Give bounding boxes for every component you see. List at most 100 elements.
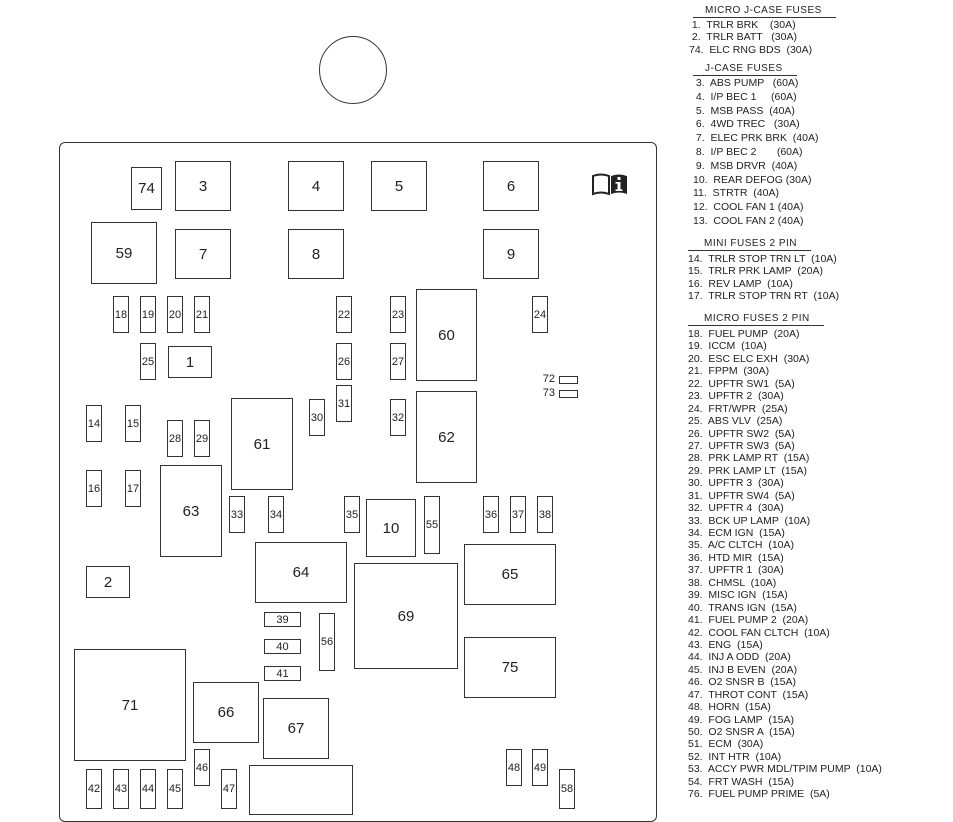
legend-item: 54. FRT WASH (15A) [688, 775, 794, 788]
legend-item: 7. ELEC PRK BRK (40A) [693, 132, 819, 145]
legend-item: 15. TRLR PRK LAMP (20A) [688, 265, 823, 278]
legend-item: 76. FUEL PUMP PRIME (5A) [688, 788, 830, 801]
legend-item: 36. HTD MIR (15A) [688, 551, 784, 564]
fuse-label: 38 [538, 508, 552, 521]
fuse-slot-55: 55 [424, 496, 440, 554]
fuse-slot-25: 25 [140, 343, 156, 380]
fuse-label: 67 [287, 720, 305, 737]
section-list: 1. TRLR BRK (30A) 2. TRLR BATT (30A) 74.… [689, 19, 836, 56]
fuse-label: 3 [198, 177, 208, 195]
fuse-slot-34: 34 [268, 496, 284, 533]
legend-item: 5. MSB PASS (40A) [693, 104, 795, 117]
fuse-label: 16 [87, 482, 101, 495]
fuse-label: 7 [198, 245, 208, 263]
section-list: 14. TRLR STOP TRN LT (10A) 15. TRLR PRK … [688, 253, 839, 303]
fuse-slot-59: 59 [91, 222, 157, 284]
fuse-slot-7: 7 [175, 229, 231, 279]
fuse-label: 8 [311, 245, 321, 263]
legend-item: 2. TRLR BATT (30A) [689, 31, 797, 44]
legend-item: 21. FPPM (30A) [688, 365, 770, 378]
fuse-label: 47 [222, 783, 236, 795]
fuse-label: 2 [103, 573, 113, 591]
fuse-slot-56: 56 [319, 613, 335, 671]
fuse-label: 23 [391, 308, 405, 321]
fuse-slot-23: 23 [390, 296, 406, 333]
legend-item: 22. UPFTR SW1 (5A) [688, 377, 795, 390]
fuse-label: 39 [276, 613, 289, 626]
fuse-slot-62: 62 [416, 391, 477, 483]
relay-slot-unlabeled [249, 765, 353, 815]
legend-item: 35. A/C CLTCH (10A) [688, 539, 795, 552]
fuse-label: 18 [114, 308, 128, 321]
legend-item: 11. STRTR (40A) [693, 187, 779, 200]
fuse-label: 21 [195, 308, 209, 321]
fuse-slot-75: 75 [464, 637, 556, 698]
fuse-label: 64 [292, 564, 310, 581]
fuse-slot-17: 17 [125, 470, 141, 507]
legend-item: 33. BCK UP LAMP (10A) [688, 514, 811, 527]
section-mini-2pin: MINI FUSES 2 PIN 14. TRLR STOP TRN LT (1… [688, 237, 839, 303]
fuse-slot-69: 69 [354, 563, 458, 669]
section-micro-jcase: MICRO J-CASE FUSES 1. TRLR BRK (30A) 2. … [689, 4, 836, 56]
fuse-slot-43: 43 [113, 769, 129, 809]
fuse-label: 22 [337, 308, 351, 321]
legend-item: 34. ECM IGN (15A) [688, 527, 785, 539]
section-list: 18. FUEL PUMP (20A) 19. ICCM (10A) 20. E… [688, 328, 882, 801]
legend-item: 46. O2 SNSR B (15A) [688, 676, 796, 689]
fuse-label: 17 [126, 482, 140, 495]
fuse-slot-65: 65 [464, 544, 556, 605]
fuse-slot-27: 27 [390, 343, 406, 380]
legend-item: 14. TRLR STOP TRN LT (10A) [688, 253, 837, 265]
fuse-label: 30 [310, 411, 324, 424]
legend-item: 53. ACCY PWR MDL/TPIM PUMP (10A) [688, 763, 882, 776]
legend-item: 3. ABS PUMP (60A) [693, 77, 799, 89]
fuse-slot-19: 19 [140, 296, 156, 333]
fuse-slot-42: 42 [86, 769, 102, 809]
fuse-slot-26: 26 [336, 343, 352, 380]
fuse-label: 62 [438, 428, 455, 446]
legend-item: 50. O2 SNSR A (15A) [688, 726, 795, 738]
fuse-label: 1 [185, 353, 195, 371]
fuse-slot-31: 31 [336, 385, 352, 422]
fuse-label: 19 [141, 308, 155, 321]
fuse-slot-24: 24 [532, 296, 548, 333]
fuse-label: 33 [230, 508, 244, 521]
section-jcase: J-CASE FUSES 3. ABS PUMP (60A) 4. I/P BE… [693, 62, 818, 229]
legend-item: 28. PRK LAMP RT (15A) [688, 452, 810, 465]
fuse-slot-45: 45 [167, 769, 183, 809]
fuse-label: 45 [168, 783, 182, 795]
legend-item: 43. ENG (15A) [688, 638, 763, 651]
fuse-label: 6 [506, 177, 516, 195]
fuse-label: 41 [276, 667, 289, 680]
fuse-label: 75 [501, 659, 519, 676]
legend-item: 32. UPFTR 4 (30A) [688, 502, 784, 515]
section-list: 3. ABS PUMP (60A) 4. I/P BEC 1 (60A) 5. … [693, 77, 818, 229]
legend-item: 37. UPFTR 1 (30A) [688, 564, 784, 577]
fuse-slot-5: 5 [371, 161, 427, 211]
fuse-label: 66 [217, 704, 235, 721]
fuse-label: 29 [195, 432, 209, 445]
fuse-slot-49: 49 [532, 749, 548, 786]
fuse-slot-28: 28 [167, 420, 183, 457]
legend-item: 17. TRLR STOP TRN RT (10A) [688, 290, 840, 303]
legend-item: 6. 4WD TREC (30A) [693, 118, 800, 131]
fuse-label: 28 [168, 432, 182, 445]
fuse-label: 14 [87, 417, 101, 430]
fuse-slot-21: 21 [194, 296, 210, 333]
fuse-slot-73: 73 [543, 387, 578, 399]
fuse-slot-18: 18 [113, 296, 129, 333]
fuse-label: 37 [511, 508, 525, 521]
legend-item: 74. ELC RNG BDS (30A) [689, 43, 813, 56]
legend-item: 26. UPFTR SW2 (5A) [688, 427, 795, 440]
legend-item: 49. FOG LAMP (15A) [688, 713, 795, 726]
fuse-label: 49 [533, 761, 547, 774]
fuse-slot-3: 3 [175, 161, 231, 211]
fuse-slot-44: 44 [140, 769, 156, 809]
fuse-slot-8: 8 [288, 229, 344, 279]
fuse-label: 34 [269, 508, 283, 521]
fuse-label: 71 [121, 696, 139, 714]
section-title: MINI FUSES 2 PIN [688, 238, 812, 251]
fuse-slot-71: 71 [74, 649, 186, 761]
fuse-label: 9 [506, 245, 516, 263]
